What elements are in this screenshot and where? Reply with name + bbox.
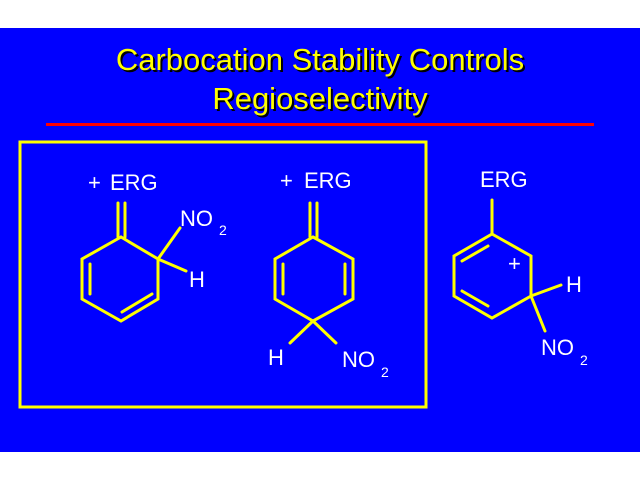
plus-charge-meta: + [508,251,521,276]
structure-para: + ERG H NO 2 [268,168,389,380]
ring-meta [452,232,533,320]
erg-label-para: ERG [304,168,352,193]
nitro-label-para: NO [342,347,375,372]
ring-double-bond-ortho-2 [120,292,154,314]
bond-to-h-para [288,319,315,345]
slide-title-line-1: Carbocation Stability Controls [115,42,525,77]
bond-to-nitro-para [311,319,338,345]
plus-charge-ortho: + [88,170,101,195]
reaction-diagram: + ERG NO 2 H + ERG H NO 2 [18,140,588,409]
bond-to-nitro-meta [529,294,547,333]
structure-meta: ERG + H NO 2 [452,167,588,368]
bond-to-h-meta [529,283,563,298]
nitro-label-meta: NO [541,335,574,360]
ring-ortho [80,235,160,323]
slide-title-line-2: Regioselectivity [212,81,428,116]
highlight-box [18,140,428,409]
plus-charge-para: + [280,168,293,193]
structure-ortho: + ERG NO 2 H [80,170,227,323]
h-label-ortho: H [189,267,205,292]
nitro-subscript-para: 2 [381,364,389,380]
ring-para [273,235,355,323]
ring-double-bond-meta-1 [460,244,490,263]
title-divider [46,123,594,126]
bond-to-nitro-ortho [156,226,182,261]
nitro-subscript-ortho: 2 [219,222,227,238]
h-label-para: H [268,345,284,370]
ring-double-bond-meta-2 [460,289,490,308]
nitro-subscript-meta: 2 [580,352,588,368]
bond-to-h-ortho [156,257,188,273]
erg-label-meta: ERG [480,167,528,192]
slide-background: Carbocation Stability Controls Regiosele… [0,28,640,452]
nitro-label-ortho: NO [180,206,213,231]
erg-label-ortho: ERG [110,170,158,195]
h-label-meta: H [566,272,582,297]
